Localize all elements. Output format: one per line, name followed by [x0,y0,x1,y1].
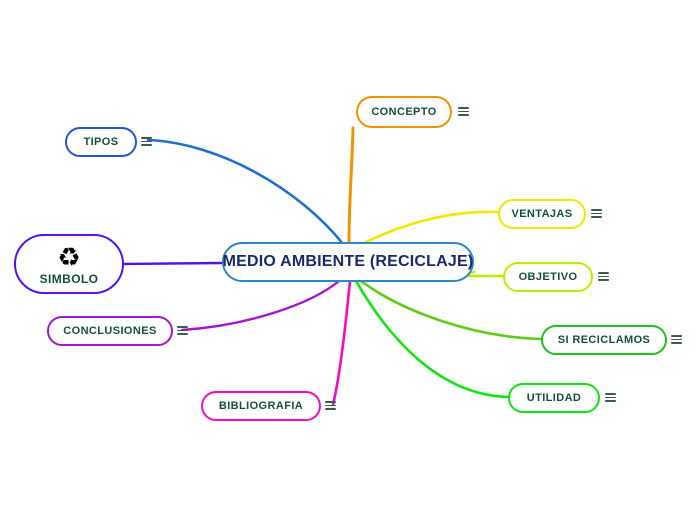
edge-utilidad [354,279,510,399]
node-ventajas[interactable]: VENTAJAS [498,199,586,229]
node-conclusiones[interactable]: CONCLUSIONES [47,316,173,346]
node-utilidad[interactable]: UTILIDAD [508,383,600,413]
menu-icon-si-reciclamos[interactable] [671,335,682,344]
menu-icon-conclusiones[interactable] [177,326,188,335]
node-simbolo-label: SIMBOLO [39,272,99,286]
node-concepto-label: CONCEPTO [371,105,437,118]
menu-icon-tipos[interactable] [141,137,152,146]
menu-icon-utilidad[interactable] [605,393,616,402]
node-objetivo[interactable]: OBJETIVO [503,262,593,292]
node-bibliografia-label: BIBLIOGRAFIA [218,399,304,412]
node-bibliografia[interactable]: BIBLIOGRAFIA [201,391,321,421]
edge-concepto [347,126,355,246]
edge-bibliografia [331,279,352,407]
menu-icon-objetivo[interactable] [598,272,609,281]
node-objetivo-label: OBJETIVO [518,270,578,283]
edge-conclusiones [180,279,341,332]
node-utilidad-label: UTILIDAD [526,391,582,404]
node-conclusiones-label: CONCLUSIONES [63,324,157,337]
node-concepto[interactable]: CONCEPTO [356,96,452,128]
central-node-label: MEDIO AMBIENTE (RECICLAJE) [222,253,474,270]
node-si-reciclamos-label: SI RECICLAMOS [557,333,651,346]
menu-icon-bibliografia[interactable] [325,401,336,410]
edge-ventajas [358,210,500,247]
node-simbolo[interactable]: ♻SIMBOLO [14,234,124,294]
edge-simbolo [122,261,224,266]
node-tipos[interactable]: TIPOS [65,127,137,157]
node-tipos-label: TIPOS [83,135,119,148]
recycle-icon: ♻ [57,242,81,272]
menu-icon-ventajas[interactable] [591,209,602,218]
edge-tipos [146,138,345,246]
node-ventajas-label: VENTAJAS [511,207,573,220]
central-node[interactable]: MEDIO AMBIENTE (RECICLAJE) [222,242,474,282]
node-si-reciclamos[interactable]: SI RECICLAMOS [541,325,667,355]
edge-si-reciclamos [359,279,543,341]
menu-icon-concepto[interactable] [458,107,469,116]
